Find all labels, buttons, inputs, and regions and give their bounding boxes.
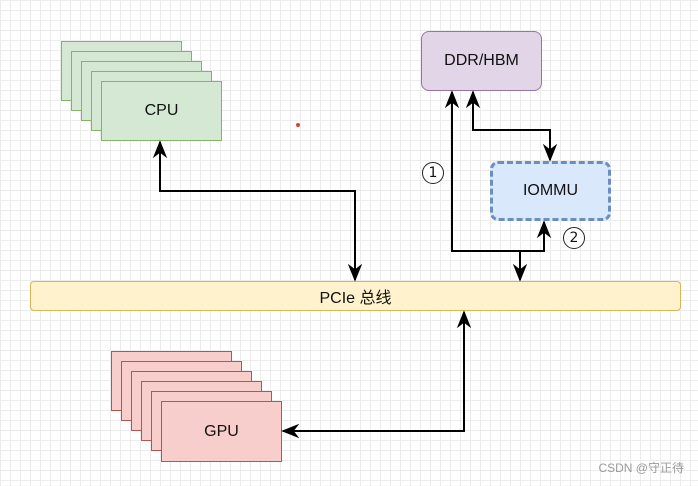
gpu-box <box>161 401 282 462</box>
iommu-box <box>490 161 611 221</box>
cpu-box <box>101 81 222 141</box>
memory-iommu-connector <box>465 90 558 162</box>
direct-memory-connector <box>444 90 520 252</box>
iommu-bus-connector <box>520 220 552 252</box>
path-two-marker: 2 <box>563 227 585 249</box>
stray-dot <box>296 123 300 127</box>
watermark: CSDN @守正待 <box>598 461 684 475</box>
memory-box <box>421 31 542 91</box>
gpu-bus-connector <box>281 310 472 439</box>
path-one-marker: 1 <box>422 162 444 184</box>
cpu-bus-connector <box>152 140 363 282</box>
